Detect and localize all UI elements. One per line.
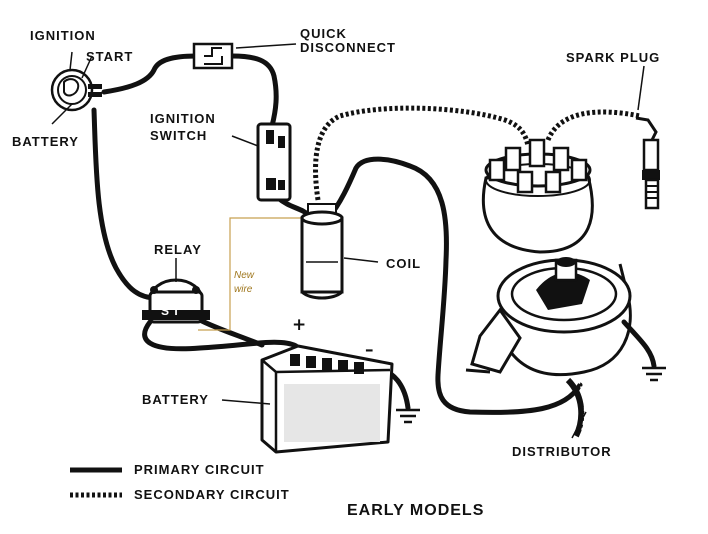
ignition-coil [300,203,379,300]
spark-plug [635,65,660,210]
wire-distributor-ground [621,319,657,369]
secondary-circuit [313,105,641,201]
label-ignition-switch-1: IGNITION [150,111,216,126]
ground-symbol-distributor [642,366,666,382]
distributor-cap [481,138,594,254]
wire-ignition-to-relay [91,107,159,301]
wire-ignition-to-disconnect [101,53,199,95]
quick-disconnect-connector [192,42,297,70]
legend-primary-label: PRIMARY CIRCUIT [134,462,265,477]
wire-relay-to-battery [142,319,299,352]
label-ignition: IGNITION [30,28,96,43]
label-start: START [86,49,134,64]
label-battery-terminal: BATTERY [12,134,79,149]
label-ignition-switch-2: SWITCH [150,128,208,143]
wire-cap-to-spark-plug [545,109,641,142]
distributor-body [465,257,632,439]
label-battery-minus: – [365,340,374,360]
starter-relay [142,258,210,324]
wire-coil-to-distributor [325,156,583,415]
label-disconnect: DISCONNECT [300,40,396,55]
label-battery: BATTERY [142,392,209,407]
label-relay-terminals: S I [161,304,179,318]
legend-secondary-label: SECONDARY CIRCUIT [134,487,290,502]
label-quick: QUICK [300,26,347,41]
footer-title: EARLY MODELS [347,502,485,519]
wire-coil-to-cap [313,105,531,201]
car-battery [221,344,394,454]
label-spark-plug: SPARK PLUG [566,50,661,65]
label-new-wire-2: wire [234,284,253,295]
label-distributor: DISTRIBUTOR [512,444,612,459]
label-coil: COIL [386,256,422,271]
ignition-switch-body [231,122,292,202]
label-battery-plus: + [292,315,307,335]
new-wire-line [198,217,304,331]
label-new-wire-1: New [234,270,255,281]
label-relay: RELAY [154,242,202,257]
ground-symbol-battery [396,408,420,424]
ignition-key-switch [50,51,102,125]
primary-circuit [91,53,657,415]
wire-relay-to-starter [197,317,265,348]
wire-disconnect-to-switch [229,53,279,129]
